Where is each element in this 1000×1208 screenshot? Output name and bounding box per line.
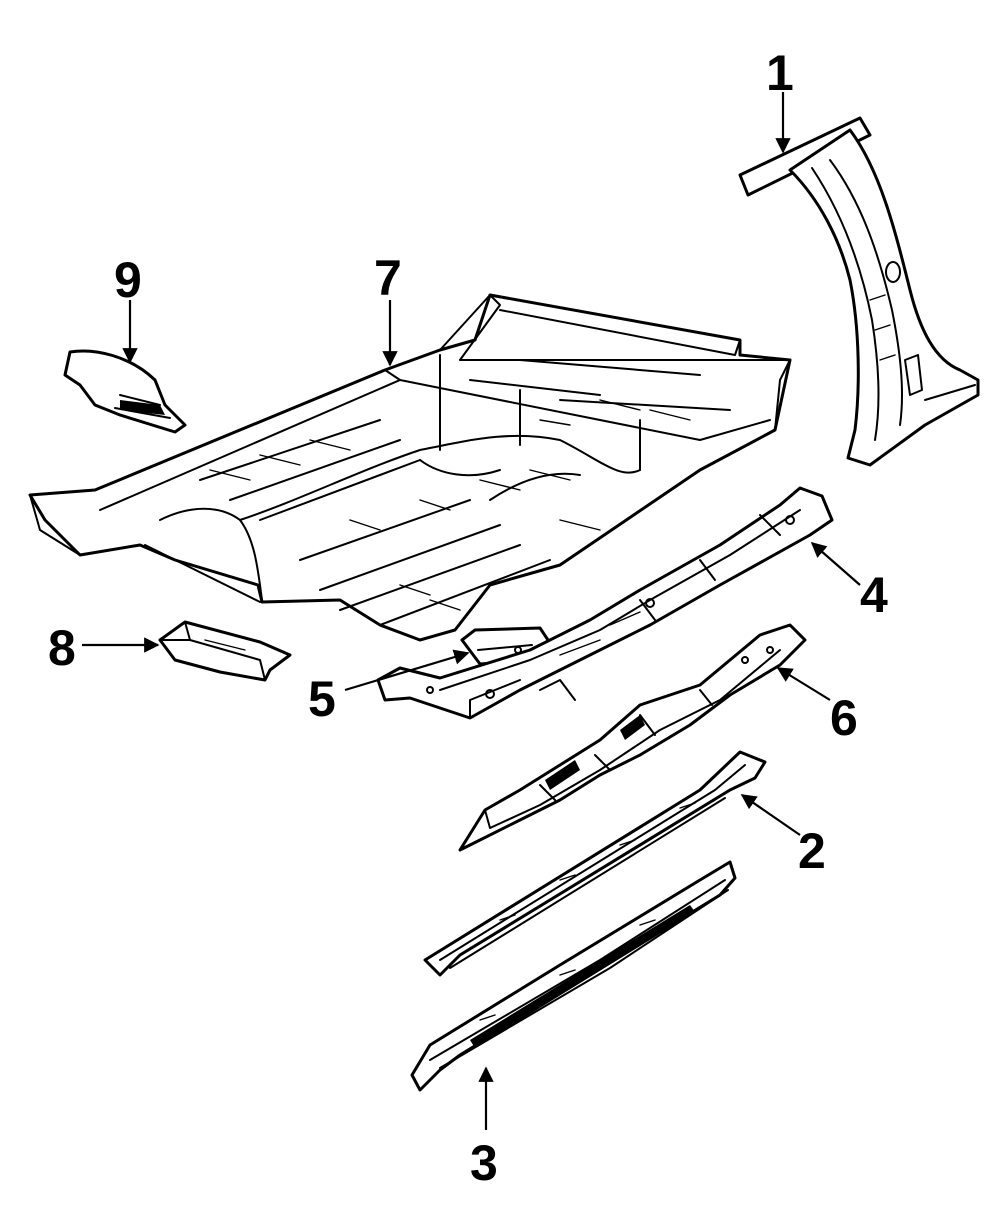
center-pillar-part bbox=[738, 116, 980, 467]
bracket-part-8 bbox=[158, 620, 292, 682]
leader-lines bbox=[82, 92, 861, 1130]
leader-2 bbox=[740, 794, 801, 836]
callout-1: 1 bbox=[766, 45, 794, 101]
callout-2: 2 bbox=[798, 823, 826, 879]
callout-3: 3 bbox=[470, 1135, 498, 1191]
floor-pan-part bbox=[28, 293, 792, 642]
frame-rail-part-6 bbox=[458, 623, 807, 852]
callout-7: 7 bbox=[374, 250, 402, 306]
bracket-part-9 bbox=[63, 349, 187, 434]
callout-5: 5 bbox=[308, 671, 336, 727]
rocker-outer-part-3 bbox=[410, 860, 737, 1092]
callout-9: 9 bbox=[114, 252, 142, 308]
callout-labels: 1 2 3 4 5 6 7 8 9 bbox=[48, 45, 888, 1191]
callout-4: 4 bbox=[860, 567, 888, 623]
callout-6: 6 bbox=[830, 690, 858, 746]
leader-6 bbox=[776, 667, 831, 701]
leader-5 bbox=[344, 649, 470, 692]
leader-4 bbox=[810, 541, 861, 586]
callout-8: 8 bbox=[48, 620, 76, 676]
rocker-inner-part-2 bbox=[423, 750, 767, 977]
frame-rail-part-4 bbox=[376, 486, 834, 720]
